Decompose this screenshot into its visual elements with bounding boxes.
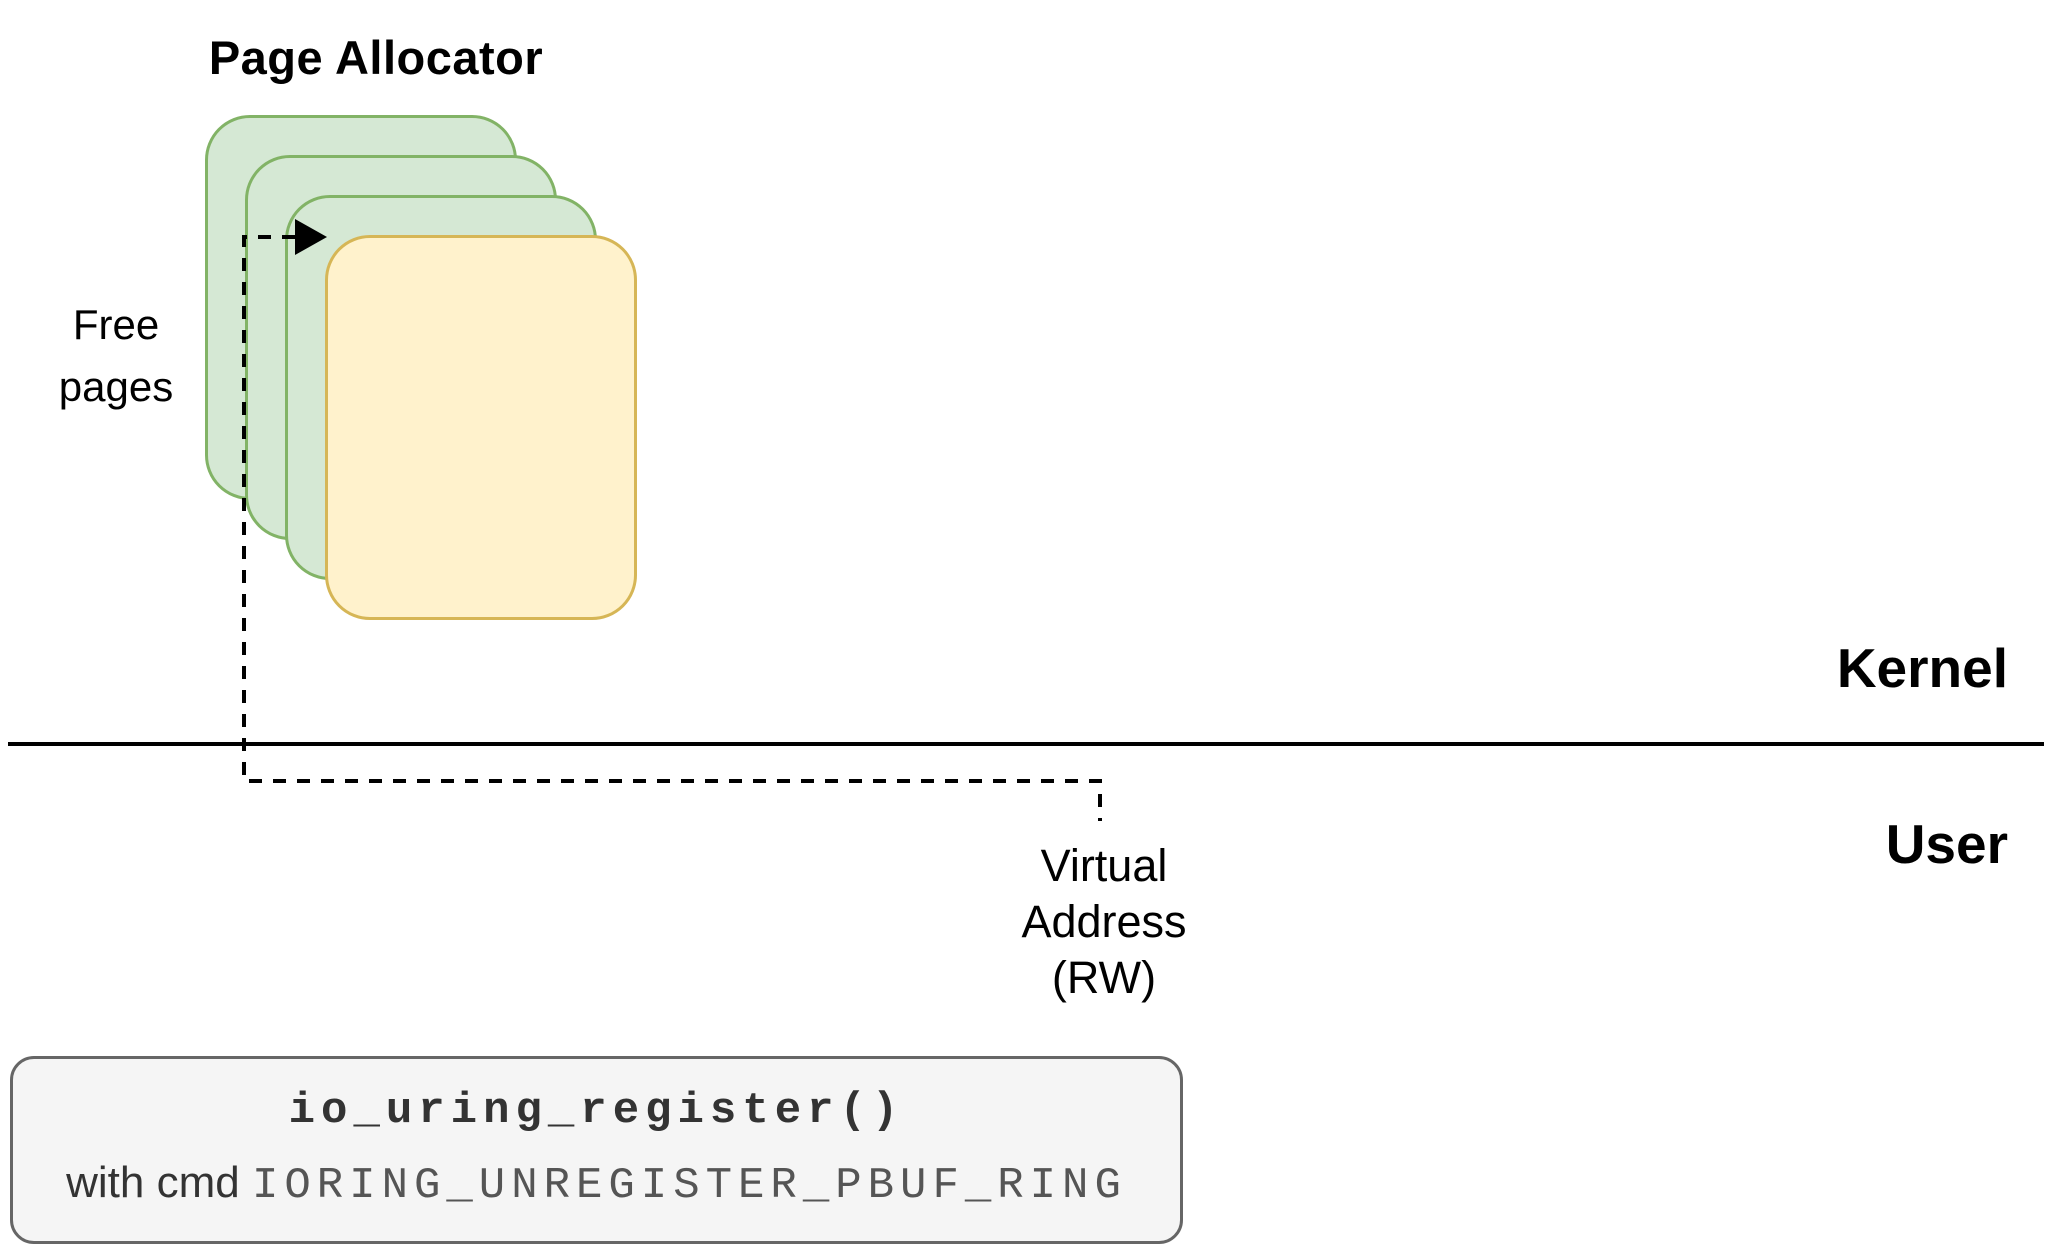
free-pages-label-line2: pages	[58, 363, 174, 410]
allocation-arrowhead-icon	[295, 219, 327, 255]
syscall-cmd-prefix: with cmd	[66, 1158, 240, 1207]
syscall-function: io_uring_register()	[288, 1086, 905, 1136]
syscall-cmd-value: IORING_UNREGISTER_PBUF_RING	[251, 1161, 1127, 1211]
virtual-address-line3: (RW)	[1051, 952, 1157, 1003]
virtual-address-line2: Address	[1021, 896, 1187, 947]
syscall-cmd-line: with cmd IORING_UNREGISTER_PBUF_RING	[13, 1158, 1180, 1211]
free-pages-label: Free pages	[6, 294, 226, 418]
allocated-page-card	[325, 235, 637, 620]
kernel-label: Kernel	[1836, 637, 2008, 699]
user-label: User	[1885, 813, 2008, 875]
free-pages-label-line1: Free	[72, 301, 160, 348]
page-allocator-title: Page Allocator	[208, 31, 544, 84]
virtual-address-label: Virtual Address (RW)	[954, 838, 1254, 1006]
syscall-box: io_uring_register() with cmd IORING_UNRE…	[10, 1056, 1183, 1244]
mapping-connector	[242, 235, 1102, 821]
virtual-address-line1: Virtual	[1040, 840, 1168, 891]
